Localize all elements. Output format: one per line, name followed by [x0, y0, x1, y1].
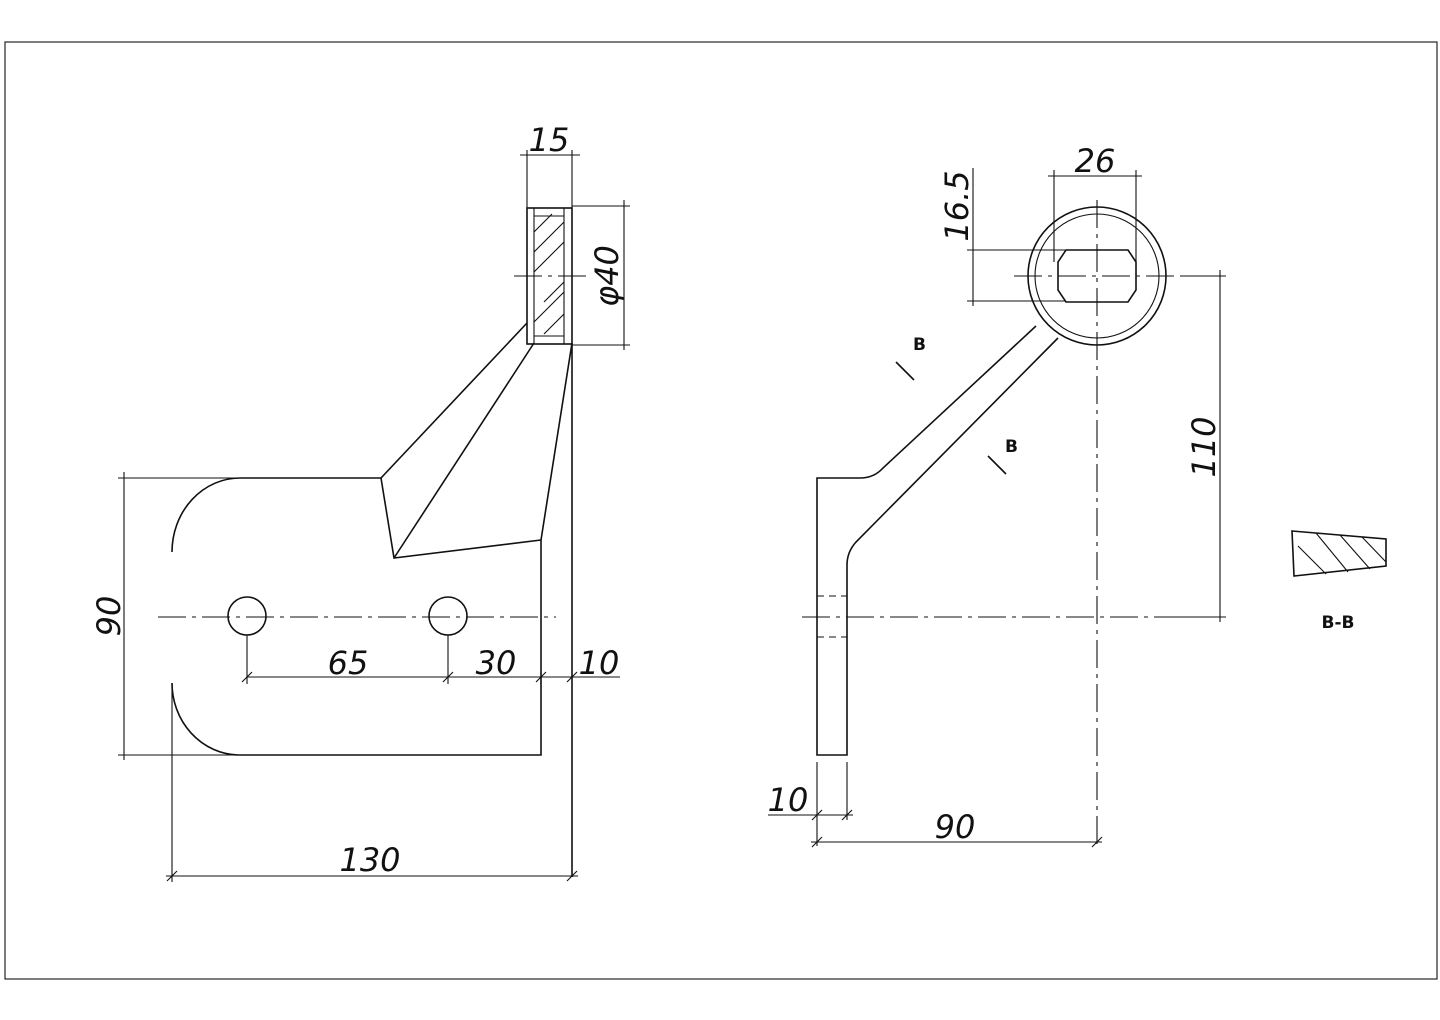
left-hole-2 [428, 596, 468, 636]
section-bb-outline [1291, 530, 1387, 577]
left-tube-hatch [533, 213, 565, 335]
dim-130-ticks [166, 870, 578, 882]
dim-110-text: 110 [1185, 416, 1223, 477]
dim-90r-ticks [811, 836, 1103, 848]
dim-90r-text: 90 [935, 808, 976, 846]
left-gusset [380, 322, 573, 877]
drawing-border [4, 41, 1438, 980]
right-arm-outline [816, 325, 1059, 756]
dim-130-text: 130 [339, 841, 400, 879]
dim-90h-text: 90 [90, 596, 128, 637]
dim-30-text: 30 [476, 644, 517, 682]
section-mark-upper-line [895, 361, 915, 381]
dim-165-text: 16.5 [938, 170, 976, 241]
right-slot [1057, 249, 1137, 303]
section-mark-lower-line [987, 455, 1007, 475]
dim-10-right-ticks [811, 809, 853, 821]
left-plate-outline [171, 477, 542, 756]
section-mark-upper-text: B [913, 335, 926, 355]
left-view: 15 φ40 90 65 30 10 130 [90, 121, 630, 882]
dim-10-right-text: 10 [768, 781, 809, 819]
section-mark-lower-text: B [1005, 437, 1018, 457]
section-bb-hatch [1297, 532, 1387, 575]
dim-10-left-text: 10 [579, 644, 620, 682]
right-view: B B 26 16.5 110 10 90 [768, 142, 1226, 848]
section-bb-label: B-B [1322, 613, 1355, 633]
dim-15-text: 15 [529, 121, 570, 159]
left-hole-1 [227, 596, 267, 636]
dim-phi40-text: φ40 [588, 245, 626, 307]
dim-row-ticks [241, 671, 578, 683]
dim-26-text: 26 [1075, 142, 1116, 180]
dim-65-text: 65 [328, 644, 369, 682]
section-bb: B-B [1291, 530, 1387, 633]
